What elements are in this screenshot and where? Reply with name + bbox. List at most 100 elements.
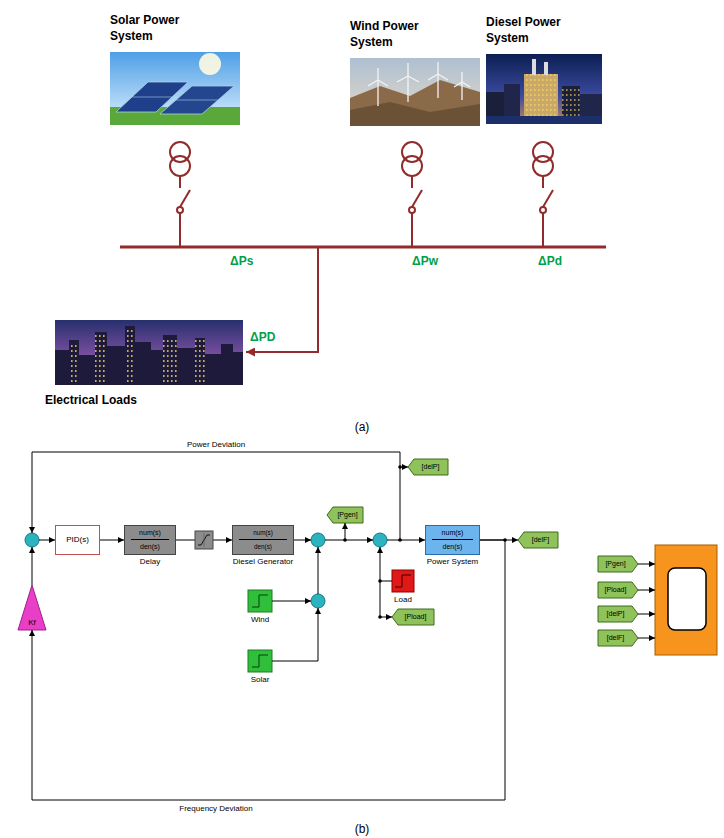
diesel-picture xyxy=(486,54,602,124)
wire xyxy=(638,564,655,565)
junction-dots xyxy=(343,465,507,619)
signal-connector xyxy=(100,540,124,541)
wire xyxy=(179,176,181,188)
blade xyxy=(368,80,378,86)
building xyxy=(95,332,107,385)
switch-blade xyxy=(180,190,190,207)
sum-block xyxy=(311,533,325,547)
building xyxy=(177,348,195,385)
sun xyxy=(199,53,221,75)
blade xyxy=(454,82,462,87)
from-tag: [Pgen] xyxy=(598,556,638,572)
panel-grid xyxy=(132,97,172,98)
block-caption: Diesel Generator xyxy=(233,557,293,567)
gain-triangle xyxy=(18,585,46,630)
panel-grid xyxy=(176,100,218,101)
goto-tag: [Pgen] xyxy=(327,507,363,523)
switch-contact xyxy=(540,207,546,213)
wire xyxy=(542,176,544,188)
block-caption: Power System xyxy=(427,557,479,567)
window-light xyxy=(163,337,177,385)
junction-dot xyxy=(378,579,382,583)
load-feeder xyxy=(246,247,318,352)
building xyxy=(135,342,151,385)
wire xyxy=(318,547,319,594)
tag-text: [delF] xyxy=(598,630,638,646)
step-symbol xyxy=(252,595,268,607)
power-symbol: ΔPw xyxy=(412,254,438,268)
solar-panel xyxy=(160,86,234,114)
building xyxy=(562,86,580,116)
wire xyxy=(411,176,413,188)
saturation-block xyxy=(195,531,213,549)
transformer-symbol xyxy=(170,156,190,176)
wire xyxy=(39,540,55,541)
building xyxy=(233,352,243,385)
blade xyxy=(437,62,438,74)
one-line-diagram xyxy=(120,142,606,352)
tag-text: [Pgen] xyxy=(327,507,363,523)
panel-caption: (a) xyxy=(355,420,370,434)
numerator-text: num(s) xyxy=(233,526,293,539)
blade xyxy=(438,74,448,80)
city-picture xyxy=(55,320,243,385)
tag-text: [Pload] xyxy=(598,582,638,598)
chimney xyxy=(544,62,548,75)
block-symbols xyxy=(18,459,717,672)
block-caption: Wind xyxy=(251,615,269,625)
transformer-symbol xyxy=(533,156,553,176)
heading-text: Diesel Power System xyxy=(486,14,586,46)
goto-tag-shape xyxy=(392,609,434,625)
building xyxy=(151,350,163,385)
switch-blade xyxy=(543,190,553,207)
hill xyxy=(350,102,480,126)
step-block xyxy=(248,650,272,672)
window-light xyxy=(95,334,107,385)
tag-text: [delF] xyxy=(518,532,558,548)
diesel-plant-picture: Diesel Power System xyxy=(486,54,602,124)
heading-text: Electrical Loads xyxy=(45,393,137,408)
wire xyxy=(345,523,346,540)
tag-text: [Pload] xyxy=(392,609,434,625)
tag-text: [Pgen] xyxy=(598,556,638,572)
blade xyxy=(407,63,408,76)
from-tag-shape xyxy=(598,556,638,572)
wire xyxy=(179,213,181,247)
junction-dot xyxy=(398,465,402,469)
step-symbol xyxy=(252,655,268,667)
wire xyxy=(272,601,311,602)
wire xyxy=(272,608,318,661)
wire xyxy=(638,614,655,615)
sky xyxy=(486,54,602,124)
plant-building xyxy=(524,74,558,116)
denominator-text: den(s) xyxy=(131,539,169,553)
panel-caption: (b) xyxy=(355,822,370,836)
switch-contact xyxy=(177,207,183,213)
building xyxy=(107,346,125,385)
sum-block xyxy=(311,594,325,608)
wire xyxy=(387,540,425,541)
hill xyxy=(350,80,480,126)
blade xyxy=(462,82,470,87)
power-symbol: ΔPs xyxy=(230,254,253,268)
blade xyxy=(461,72,462,82)
goto-tag-shape xyxy=(408,459,448,475)
building xyxy=(69,340,79,385)
blade xyxy=(377,68,378,80)
wind-farm-picture: Wind Power System xyxy=(350,58,480,126)
block-caption: Delay xyxy=(140,557,160,567)
tower xyxy=(407,76,408,102)
transformer-symbol xyxy=(402,156,422,176)
step-source: Solar xyxy=(248,650,272,672)
block-caption: Solar xyxy=(251,675,270,685)
step-block xyxy=(392,570,414,592)
goto-tag-shape xyxy=(327,507,363,523)
signal-label: Frequency Deviation xyxy=(177,804,254,814)
wire xyxy=(325,540,373,541)
blade xyxy=(428,74,438,80)
goto-tag: [Pload] xyxy=(392,609,434,625)
gain-text: Kf xyxy=(18,618,46,628)
